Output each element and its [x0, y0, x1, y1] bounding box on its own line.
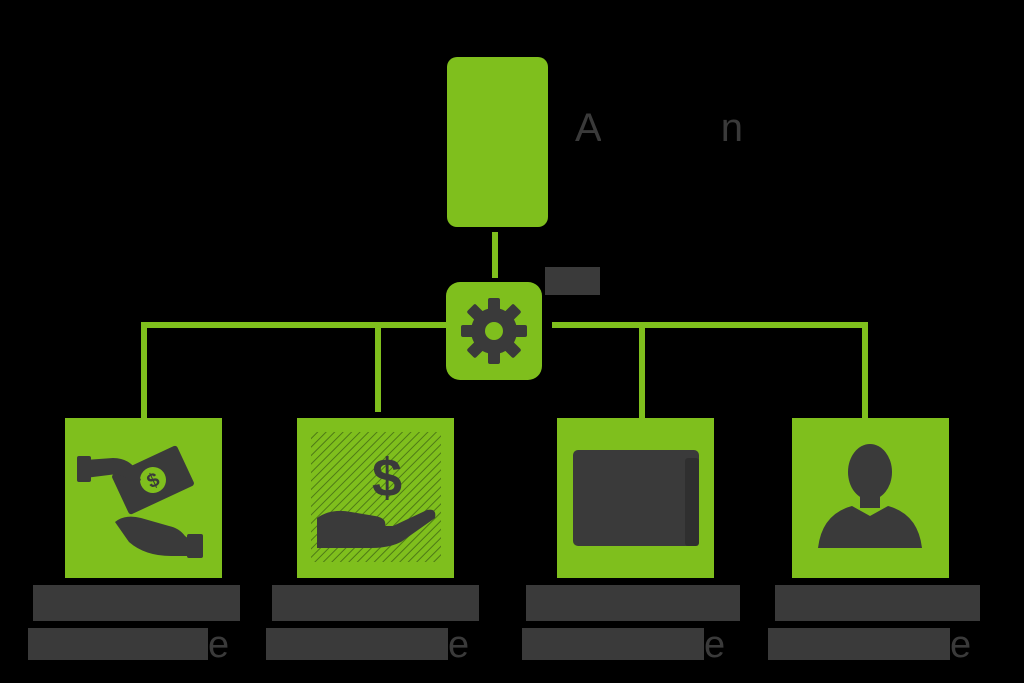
top-node [447, 57, 548, 227]
child-2-caption-end: e [448, 624, 469, 666]
child-1-caption-occluded [28, 628, 208, 660]
child-2-caption-bar [272, 585, 479, 621]
gear-icon [461, 298, 527, 364]
svg-text:$: $ [372, 448, 402, 508]
child-2-caption: e [266, 626, 492, 664]
child-4-caption-occluded [768, 628, 950, 660]
child-node-2: $ [297, 418, 454, 578]
connector-top [492, 232, 498, 278]
child-node-4 [792, 418, 949, 578]
connector-child-2 [375, 322, 381, 412]
child-3-caption-occluded [522, 628, 704, 660]
hub-node [446, 282, 542, 380]
connector-left-h [141, 322, 447, 328]
child-1-caption-bar [33, 585, 240, 621]
top-node-label-start: A [575, 106, 602, 150]
connector-child-1 [141, 322, 147, 418]
child-4-caption-bar [775, 585, 980, 621]
label-occluded [600, 116, 721, 145]
connector-right-h [552, 322, 868, 328]
cash-payment-icon: $ [77, 445, 203, 558]
child-1-caption-end: e [208, 624, 229, 666]
child-3-caption: e [522, 626, 748, 664]
user-silhouette-icon [818, 444, 922, 548]
child-3-caption-end: e [704, 624, 725, 666]
child-node-3 [557, 418, 714, 578]
child-4-caption-end: e [950, 624, 971, 666]
folder-icon [573, 450, 699, 546]
child-3-caption-bar [526, 585, 740, 621]
child-4-caption: e [768, 626, 994, 664]
top-node-label-end: n [720, 106, 743, 150]
hub-badge [545, 267, 600, 295]
connector-child-4 [862, 322, 868, 418]
child-2-caption-occluded [266, 628, 448, 660]
hand-dollar-icon: $ [311, 432, 441, 562]
connector-child-3 [639, 322, 645, 418]
child-1-caption: e [28, 626, 252, 664]
child-node-1: $ [65, 418, 222, 578]
